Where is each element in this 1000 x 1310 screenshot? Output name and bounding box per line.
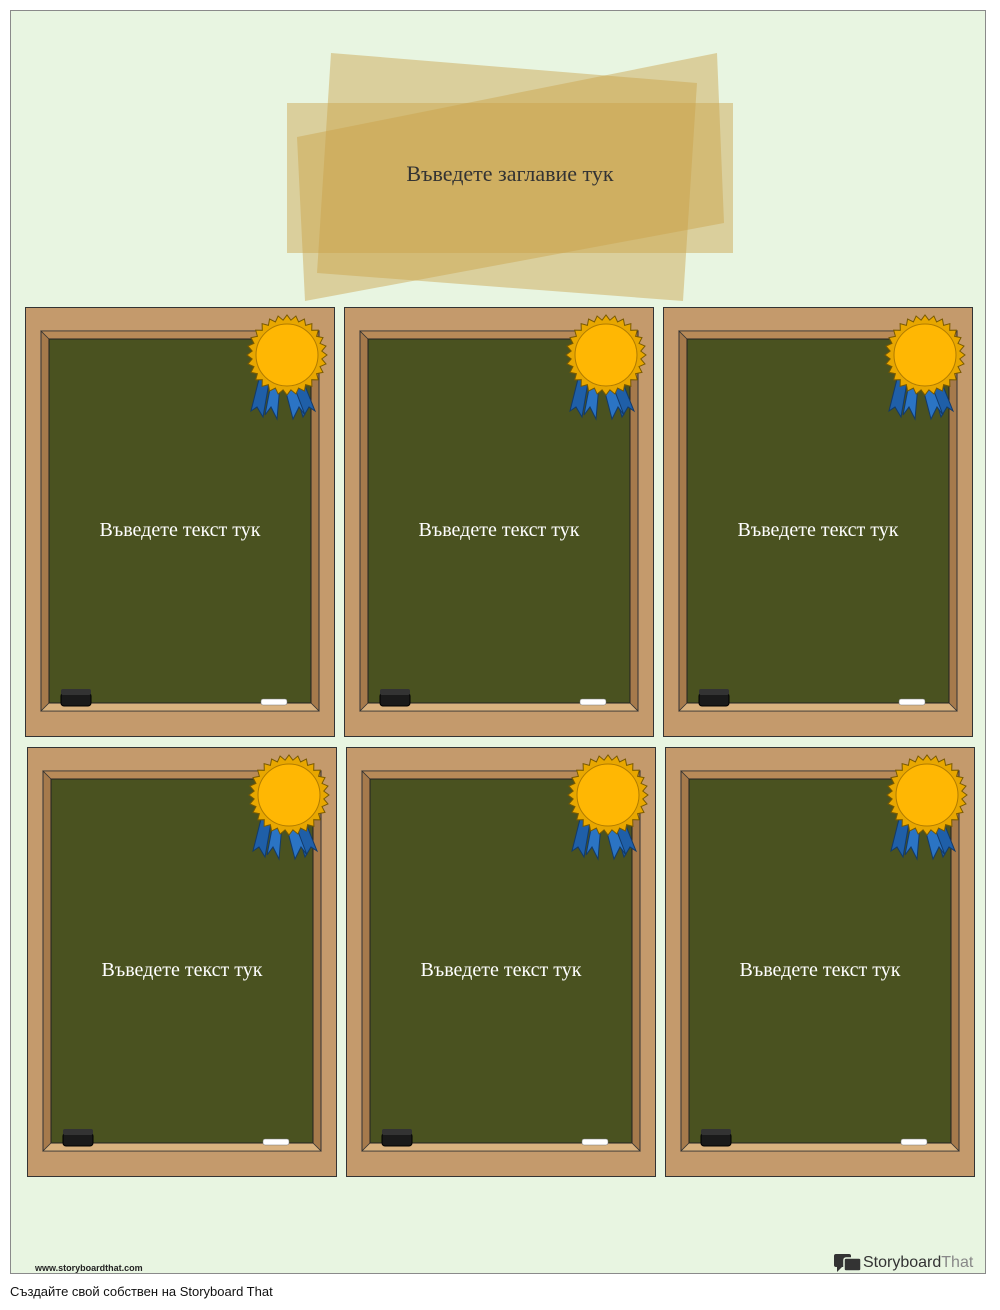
footer-caption[interactable]: Създайте свой собствен на Storyboard Tha… [10,1284,273,1299]
chalkboard-graphic [344,307,654,737]
medal-icon [246,314,328,396]
logo-text-that: That [941,1254,974,1271]
chalkboard-card[interactable]: Въведете текст тук [663,307,973,737]
worksheet-page: Въведете заглавие тук [10,10,986,1274]
logo-text-storyboard: Storyboard [863,1254,942,1271]
medal-icon [886,754,968,836]
board-text[interactable]: Въведете текст тук [101,959,263,981]
medal-icon [567,754,649,836]
chalkboard-graphic [346,747,656,1177]
chalkboard-graphic [663,307,973,737]
medal-icon [248,754,330,836]
title-banner[interactable]: Въведете заглавие тук [287,53,733,301]
board-text[interactable]: Въведете текст тук [739,959,901,981]
chalkboard-graphic [27,747,337,1177]
board-text[interactable]: Въведете текст тук [420,959,582,981]
medal-icon [884,314,966,396]
board-text[interactable]: Въведете текст тук [737,519,899,541]
chalkboard-graphic [665,747,975,1177]
medal-icon [565,314,647,396]
chalkboard-graphic [25,307,335,737]
chalkboard-card[interactable]: Въведете текст тук [346,747,656,1177]
chalkboard-card[interactable]: Въведете текст тук [27,747,337,1177]
chalkboard-card[interactable]: Въведете текст тук [25,307,335,737]
board-text[interactable]: Въведете текст тук [99,519,261,541]
board-text[interactable]: Въведете текст тук [418,519,580,541]
logo-speech-bubble-icon [834,1254,862,1272]
banner-graphic [287,53,733,301]
chalkboard-card[interactable]: Въведете текст тук [665,747,975,1177]
footer-url: www.storyboardthat.com [35,1263,143,1273]
page-title[interactable]: Въведете заглавие тук [406,161,614,186]
chalkboard-card[interactable]: Въведете текст тук [344,307,654,737]
